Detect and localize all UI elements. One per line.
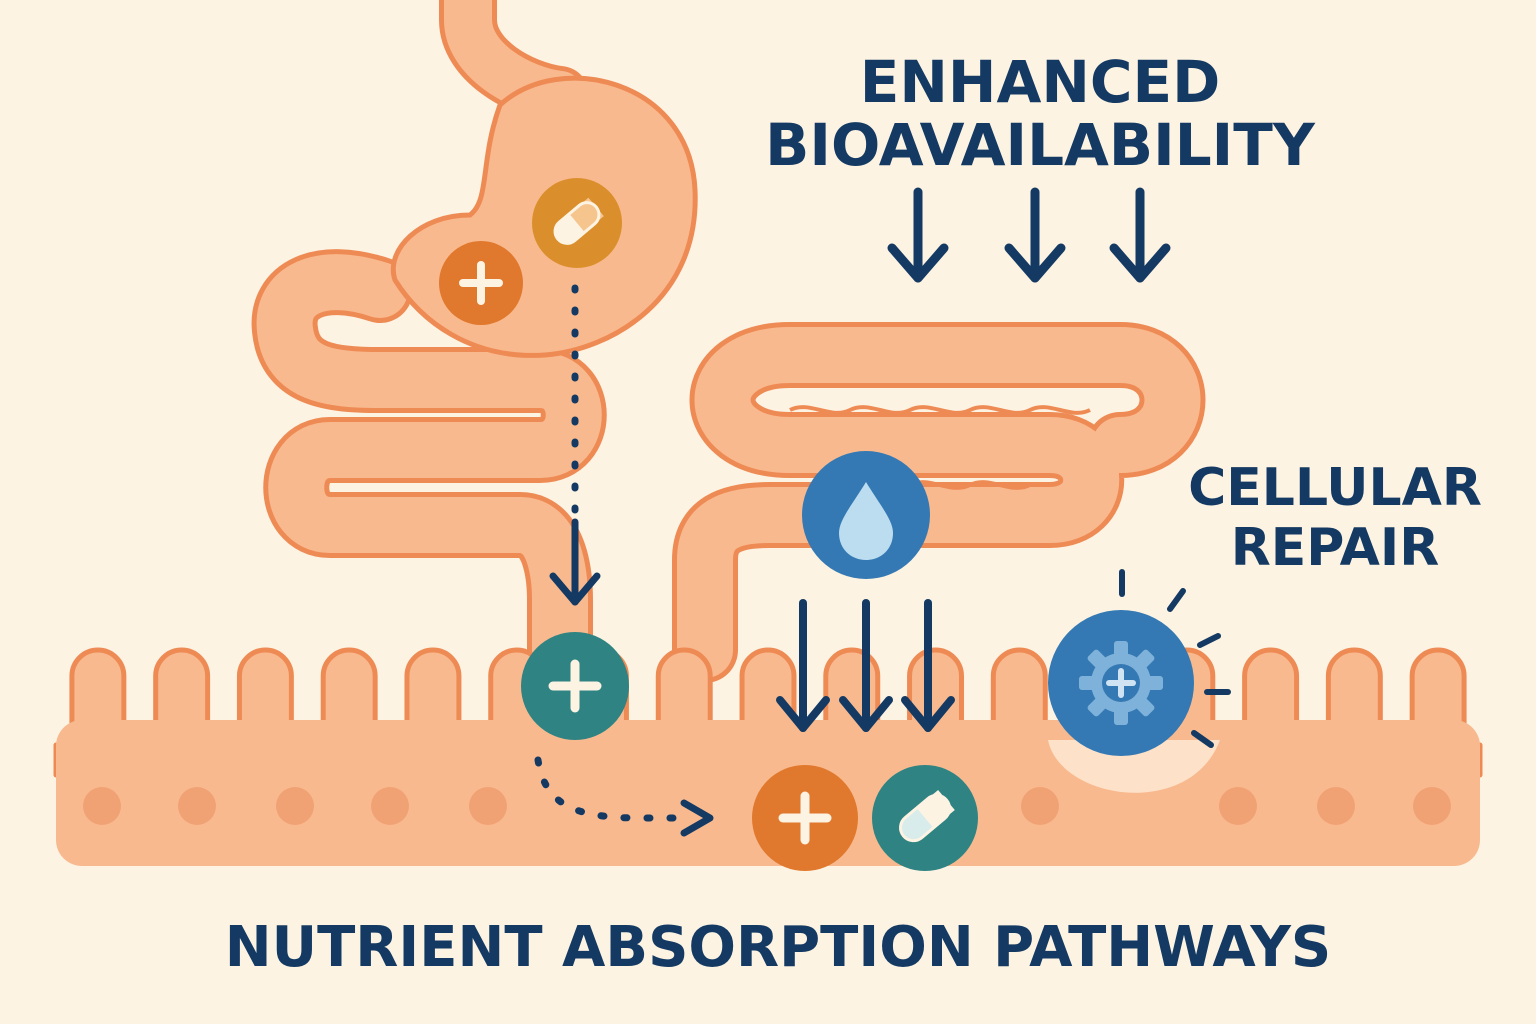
cell-dot — [1021, 787, 1059, 825]
down-arrow — [901, 599, 955, 732]
down-arrow — [1109, 187, 1171, 283]
intestine-wavy-fold — [789, 405, 1091, 415]
stomach-capsule-badge — [532, 178, 622, 268]
down-arrow — [549, 518, 601, 606]
gear-plus-icon — [1079, 641, 1163, 725]
bioavailability-arrows — [887, 187, 1171, 283]
entry-plus-badge — [521, 632, 629, 740]
down-arrow — [839, 599, 893, 732]
cell-dot — [83, 787, 121, 825]
headline-line1: ENHANCED — [860, 48, 1220, 116]
diagram-title: NUTRIENT ABSORPTION PATHWAYS — [225, 915, 1332, 980]
cell-dot — [371, 787, 409, 825]
cell-dot — [469, 787, 507, 825]
absorption-arrows — [776, 599, 955, 732]
cell-dot — [1413, 787, 1451, 825]
digestion-pathway — [549, 284, 601, 606]
wall-cell-dots — [83, 787, 1451, 825]
water-drop-badge — [802, 451, 930, 579]
stomach-and-small-intestine — [251, 0, 698, 693]
cell-dot — [1317, 787, 1355, 825]
transfer-pathway — [534, 756, 714, 837]
absorbed-capsule-badge — [872, 765, 978, 871]
right-arrowhead — [680, 799, 714, 837]
cell-dot — [1219, 787, 1257, 825]
radiating-lines — [1119, 569, 1231, 748]
cellular-repair-badge — [1048, 569, 1231, 756]
down-arrow — [1004, 187, 1066, 283]
headline-line2: BIOAVAILABILITY — [765, 111, 1316, 179]
side-label-line1: CELLULAR — [1188, 458, 1482, 518]
repair-glow — [1048, 740, 1220, 793]
stomach-plus-badge — [439, 241, 523, 325]
capsule-icon — [899, 790, 955, 843]
capsule-icon — [553, 197, 604, 245]
plus-icon — [778, 791, 832, 845]
down-arrow — [776, 599, 830, 732]
cell-dot — [178, 787, 216, 825]
plus-icon — [548, 659, 602, 713]
cell-dot — [276, 787, 314, 825]
side-label-line2: REPAIR — [1231, 518, 1440, 578]
down-arrow — [887, 187, 949, 283]
water-drop-icon — [839, 482, 893, 560]
absorbed-plus-badge — [752, 765, 858, 871]
plus-icon — [459, 261, 503, 305]
large-intestine-loops — [672, 322, 1206, 683]
